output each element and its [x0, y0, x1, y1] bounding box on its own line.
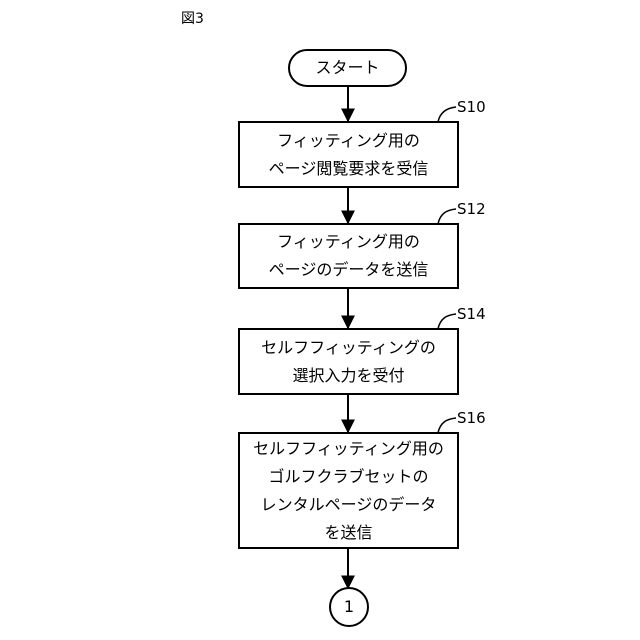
process-line: フィッティング用の: [277, 127, 420, 155]
process-line: ページのデータを送信: [269, 256, 429, 284]
leader-s16: [438, 418, 456, 433]
process-line: セルフフィッティング用の: [253, 435, 444, 463]
process-text-s16: セルフフィッティング用の ゴルフクラブセットの レンタルページのデータ を送信: [239, 433, 458, 548]
process-line: ページ閲覧要求を受信: [269, 155, 429, 183]
process-text-s14: セルフフィッティングの 選択入力を受付: [239, 329, 458, 394]
process-text-s12: フィッティング用の ページのデータを送信: [239, 224, 458, 288]
step-id-s14: S14: [457, 305, 486, 323]
leader-s14: [438, 314, 456, 329]
process-line: セルフフィッティングの: [261, 334, 436, 362]
process-line: レンタルページのデータ: [261, 491, 437, 519]
step-id-s12: S12: [457, 200, 486, 218]
connector-label: 1: [330, 588, 368, 626]
start-label: スタート: [289, 50, 406, 86]
process-text-s10: フィッティング用の ページ閲覧要求を受信: [239, 122, 458, 187]
step-id-s16: S16: [457, 409, 486, 427]
process-line: ゴルフクラブセットの: [268, 463, 428, 491]
leader-s10: [438, 107, 456, 122]
process-line: 選択入力を受付: [292, 362, 404, 390]
process-line: フィッティング用の: [277, 228, 420, 256]
leader-s12: [438, 209, 456, 224]
process-line: を送信: [324, 519, 372, 547]
step-id-s10: S10: [457, 98, 486, 116]
